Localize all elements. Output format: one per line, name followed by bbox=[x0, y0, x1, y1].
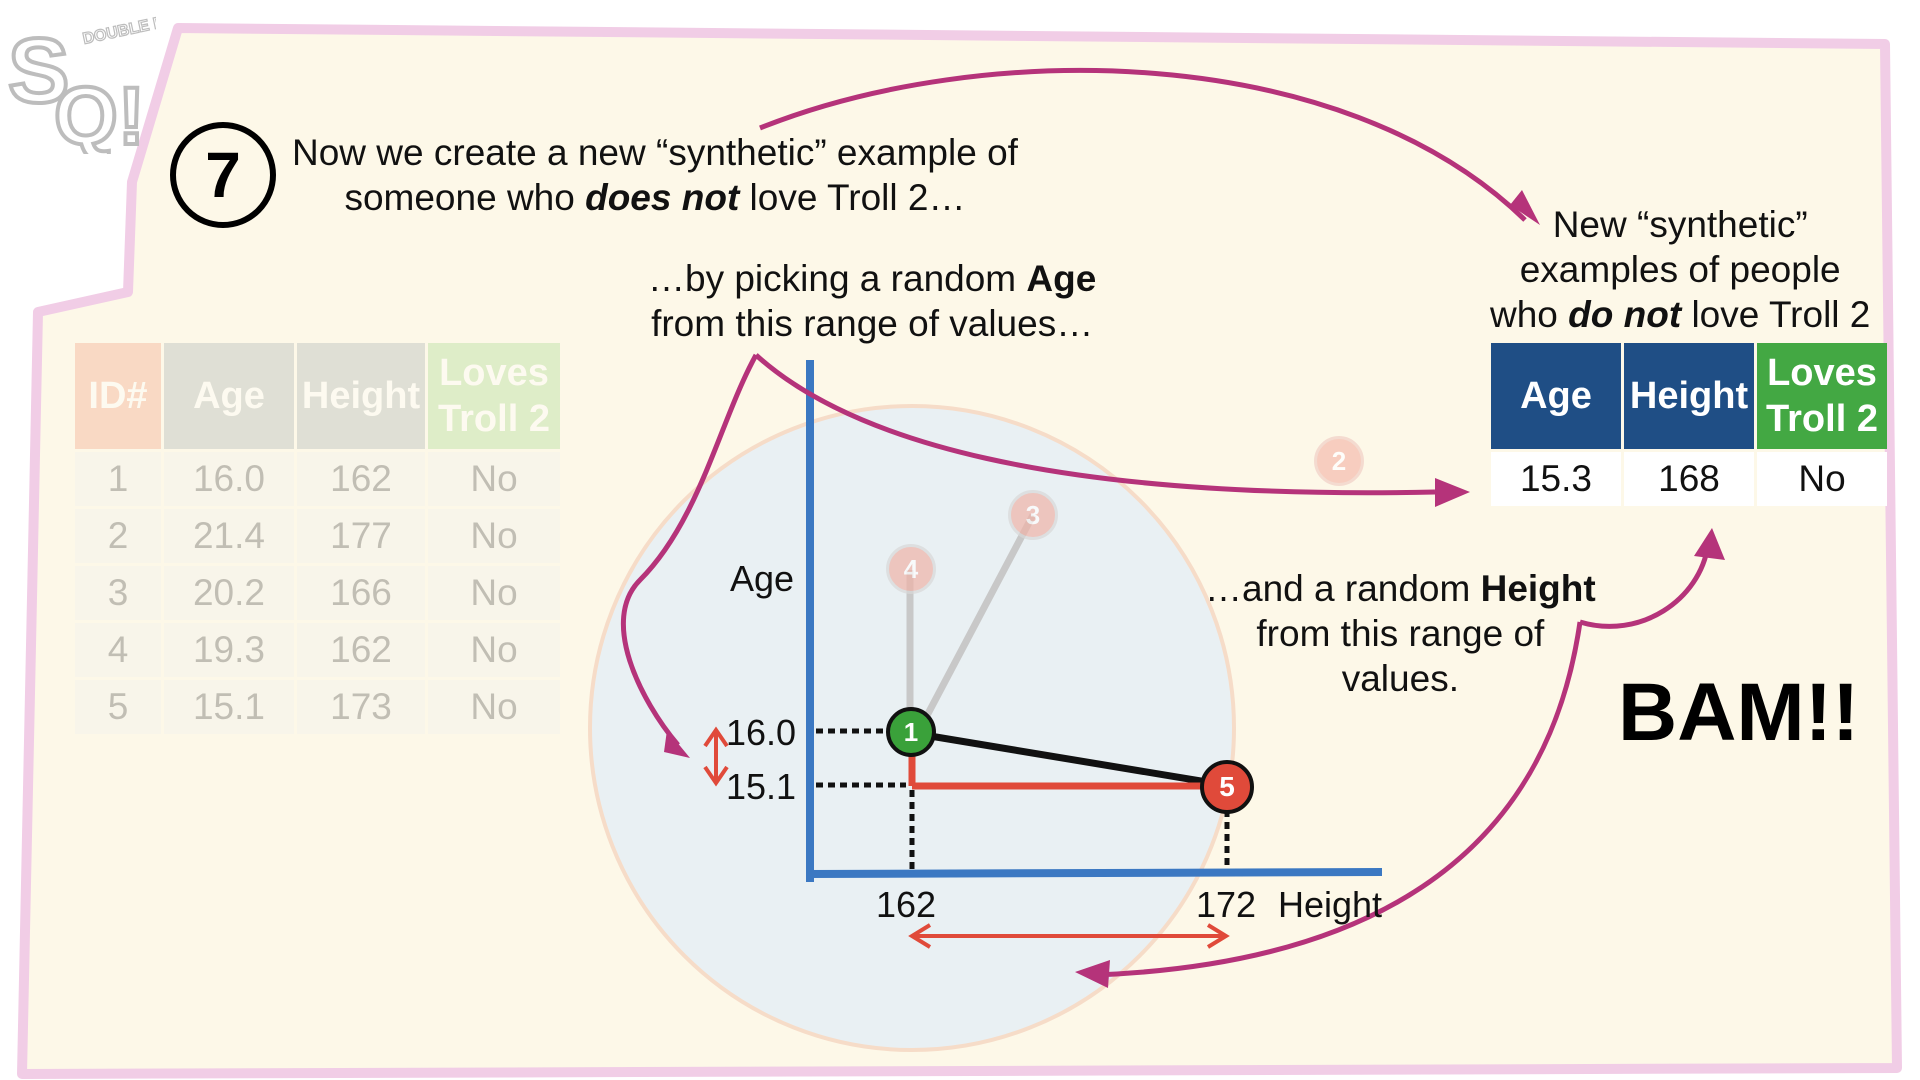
headline-line-1: Now we create a new “synthetic” example … bbox=[292, 132, 1018, 173]
height-note-emphasis: Height bbox=[1480, 568, 1596, 609]
height-arrow bbox=[1094, 544, 1711, 978]
step-number: 7 bbox=[205, 139, 241, 211]
y-tick-16: 16.0 bbox=[726, 712, 797, 753]
synthetic-table-header: Age Height Loves Troll 2 bbox=[1491, 343, 1887, 449]
header-id: ID# bbox=[75, 343, 161, 449]
table-cell: 162 bbox=[297, 452, 425, 506]
headline-arrow bbox=[759, 68, 1527, 222]
age-arrow-head bbox=[664, 730, 690, 758]
headline-arrow-head bbox=[1510, 190, 1540, 225]
table-cell: 4 bbox=[75, 623, 161, 677]
table-cell: 3 bbox=[75, 566, 161, 620]
table-cell: 2 bbox=[75, 509, 161, 563]
marker-1: 1 bbox=[886, 707, 936, 757]
table-cell: No bbox=[428, 566, 560, 620]
table-cell: 20.2 bbox=[164, 566, 294, 620]
y-tick-151: 15.1 bbox=[726, 766, 797, 807]
headline: Now we create a new “synthetic” example … bbox=[292, 130, 1018, 220]
marker-5: 5 bbox=[1200, 760, 1254, 814]
original-table-header: ID# Age Height Loves Troll 2 bbox=[75, 343, 560, 449]
table-cell: No bbox=[428, 509, 560, 563]
header-height: Height bbox=[297, 343, 425, 449]
headline-emphasis: does not bbox=[585, 177, 740, 218]
synthetic-height: 168 bbox=[1624, 452, 1754, 506]
step-number-badge: 7 bbox=[170, 122, 276, 228]
synthetic-header-loves-troll: Loves Troll 2 bbox=[1757, 343, 1887, 449]
height-note: …and a random Height from this range of … bbox=[1205, 566, 1596, 701]
synthetic-loves-troll: No bbox=[1757, 452, 1887, 506]
logo: S Q! DOUBLE BAM!! bbox=[6, 6, 202, 164]
new-examples-emphasis: do not bbox=[1568, 294, 1682, 335]
y-axis-label: Age bbox=[730, 558, 795, 599]
header-loves-troll: Loves Troll 2 bbox=[428, 343, 560, 449]
bam-text: BAM!! bbox=[1618, 667, 1860, 758]
svg-text:S: S bbox=[8, 20, 69, 122]
height-note-line-1: …and a random Height bbox=[1205, 568, 1596, 609]
table-cell: 21.4 bbox=[164, 509, 294, 563]
age-note-line-2: from this range of values… bbox=[651, 303, 1094, 344]
logo-image: S Q! DOUBLE BAM!! bbox=[6, 6, 202, 164]
table-cell: 177 bbox=[297, 509, 425, 563]
age-note: …by picking a random Age from this range… bbox=[648, 256, 1096, 346]
synthetic-row: 15.3 168 No bbox=[1491, 452, 1887, 506]
age-note-emphasis: Age bbox=[1026, 258, 1097, 299]
svg-text:DOUBLE BAM!!: DOUBLE BAM!! bbox=[81, 14, 156, 48]
table-cell: 19.3 bbox=[164, 623, 294, 677]
connection-line-5 bbox=[911, 729, 1226, 789]
synthetic-age: 15.3 bbox=[1491, 452, 1621, 506]
table-cell: 162 bbox=[297, 623, 425, 677]
height-arrow-head-2 bbox=[1694, 528, 1725, 560]
table-cell: 15.1 bbox=[164, 680, 294, 734]
headline-line-2: someone who does not love Troll 2… bbox=[344, 177, 966, 218]
svg-text:Q!: Q! bbox=[54, 71, 145, 154]
table-cell: No bbox=[428, 623, 560, 677]
table-cell: No bbox=[428, 452, 560, 506]
marker-4: 4 bbox=[886, 544, 936, 594]
marker-3: 3 bbox=[1008, 490, 1058, 540]
height-note-line-3: values. bbox=[1341, 658, 1459, 699]
synthetic-header-height: Height bbox=[1624, 343, 1754, 449]
x-tick-162: 162 bbox=[876, 884, 937, 925]
age-arrow bbox=[621, 353, 759, 747]
new-examples-line-3: who do not love Troll 2 bbox=[1490, 294, 1871, 335]
x-tick-172: 172 bbox=[1196, 884, 1257, 925]
new-examples-note: New “synthetic” examples of people who d… bbox=[1490, 202, 1870, 337]
height-range-arrow bbox=[908, 923, 1230, 949]
table-cell: 166 bbox=[297, 566, 425, 620]
synthetic-header-age: Age bbox=[1491, 343, 1621, 449]
to-new-row-arrow-head bbox=[1435, 478, 1470, 507]
to-new-row-arrow bbox=[754, 353, 1436, 496]
table-cell: 5 bbox=[75, 680, 161, 734]
new-examples-line-1: New “synthetic” bbox=[1552, 204, 1808, 245]
x-axis-label: Height bbox=[1278, 884, 1383, 925]
new-examples-line-2: examples of people bbox=[1519, 249, 1841, 290]
x-axis bbox=[807, 868, 1383, 878]
connection-line-3 bbox=[918, 513, 1037, 727]
header-age: Age bbox=[164, 343, 294, 449]
table-cell: 16.0 bbox=[164, 452, 294, 506]
height-arrow-head bbox=[1075, 960, 1110, 988]
height-note-line-2: from this range of bbox=[1256, 613, 1545, 654]
table-cell: No bbox=[428, 680, 560, 734]
age-note-line-1: …by picking a random Age bbox=[648, 258, 1097, 299]
table-cell: 173 bbox=[297, 680, 425, 734]
table-cell: 1 bbox=[75, 452, 161, 506]
marker-2: 2 bbox=[1314, 436, 1364, 486]
age-range-arrow bbox=[703, 726, 729, 787]
synthetic-data-table: Age Height Loves Troll 2 15.3 168 No bbox=[1488, 340, 1890, 509]
